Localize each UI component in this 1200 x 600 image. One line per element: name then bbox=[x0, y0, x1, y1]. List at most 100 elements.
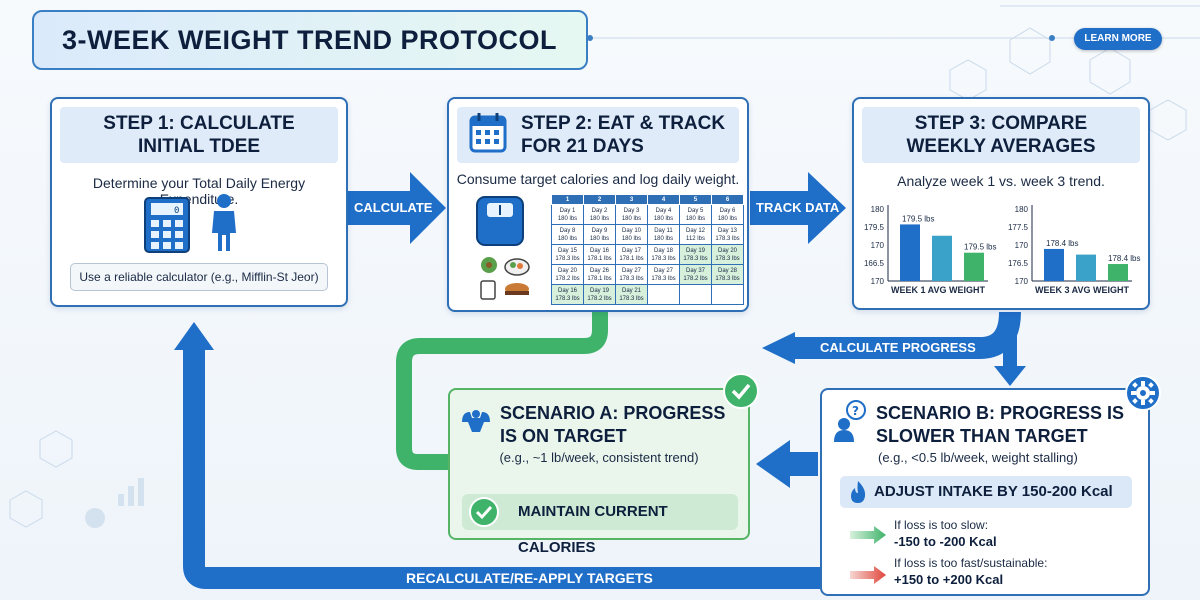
table-cell bbox=[711, 284, 744, 305]
step-3-card: STEP 3: COMPARE WEEKLY AVERAGES Analyze … bbox=[852, 97, 1150, 310]
bar bbox=[1108, 264, 1128, 281]
learn-more-button[interactable]: LEARN MORE bbox=[1074, 28, 1162, 50]
adjust-intake-action: ADJUST INTAKE BY 150-200 Kcal bbox=[840, 476, 1132, 508]
green-loop-arrow bbox=[396, 312, 608, 470]
scenario-b-card: ? SCENARIO B: PROGRESS IS SLOWER THAN TA… bbox=[820, 388, 1150, 596]
bar bbox=[964, 252, 984, 281]
step-1-card: STEP 1: CALCULATE INITIAL TDEE Determine… bbox=[50, 97, 348, 307]
success-badge-icon bbox=[723, 373, 759, 409]
table-cell bbox=[647, 284, 680, 305]
flame-icon bbox=[851, 481, 866, 503]
bar bbox=[1076, 254, 1096, 281]
flexed-arm-icon bbox=[462, 410, 490, 432]
calendar-icon bbox=[469, 113, 507, 153]
recalculate-label: RECALCULATE/RE-APPLY TARGETS bbox=[406, 570, 653, 586]
step-3-description: Analyze week 1 vs. week 3 trend. bbox=[897, 173, 1105, 189]
svg-text:0: 0 bbox=[174, 206, 179, 216]
x-axis-label: WEEK 3 AVG WEIGHT bbox=[1035, 285, 1130, 295]
scenario-b-title: SCENARIO B: PROGRESS IS SLOWER THAN TARG… bbox=[876, 403, 1125, 446]
y-tick-label: 177.5 bbox=[1008, 223, 1029, 232]
bar-data-label: 178.4 lbs bbox=[1108, 254, 1140, 263]
bar-data-label: 178.4 lbs bbox=[1046, 239, 1078, 248]
calculate-arrow-label: CALCULATE bbox=[354, 200, 433, 215]
table-header-cell: 2 bbox=[583, 194, 616, 205]
bar bbox=[1044, 248, 1064, 281]
table-cell bbox=[679, 284, 712, 305]
check-circle-icon bbox=[469, 497, 499, 527]
y-tick-label: 166.5 bbox=[864, 259, 885, 268]
svg-text:?: ? bbox=[852, 404, 859, 418]
track-data-arrow bbox=[750, 172, 846, 244]
step-3-title: STEP 3: COMPARE WEEKLY AVERAGES bbox=[862, 107, 1140, 163]
slow-loss-label: If loss is too slow: bbox=[894, 518, 989, 532]
y-tick-label: 170 bbox=[1015, 277, 1029, 286]
y-tick-label: 170 bbox=[1015, 241, 1029, 250]
gear-icon[interactable] bbox=[1124, 374, 1162, 412]
b-to-a-arrow bbox=[756, 440, 818, 488]
step-1-title: STEP 1: CALCULATE INITIAL TDEE bbox=[60, 107, 338, 163]
recalculate-loop-arrow bbox=[183, 346, 820, 589]
green-arrow-icon bbox=[850, 526, 886, 544]
step-1-description: Determine your Total Daily Energy Expend… bbox=[92, 175, 306, 207]
maintain-calories-action: MAINTAIN CURRENT CALORIES bbox=[462, 494, 738, 556]
y-tick-label: 170 bbox=[871, 277, 885, 286]
scenario-b-subtitle: (e.g., <0.5 lb/week, weight stalling) bbox=[878, 450, 1078, 465]
calculate-progress-label: CALCULATE PROGRESS bbox=[820, 340, 976, 355]
food-icon bbox=[480, 257, 530, 300]
fast-loss-value: +150 to +200 Kcal bbox=[894, 572, 1004, 587]
calculator-icon: 0 bbox=[144, 197, 190, 253]
step-2-title: STEP 2: EAT & TRACK FOR 21 DAYS bbox=[457, 107, 739, 163]
bar bbox=[900, 224, 920, 281]
table-header-cell: 4 bbox=[647, 194, 680, 205]
step-2-description: Consume target calories and log daily we… bbox=[456, 171, 740, 187]
x-axis-label: WEEK 1 AVG WEIGHT bbox=[891, 285, 986, 295]
bar-data-label: 179.5 lbs bbox=[964, 243, 996, 252]
y-tick-label: 180 bbox=[871, 205, 885, 214]
bar-data-label: 179.5 lbs bbox=[902, 214, 934, 223]
y-tick-label: 179.5 bbox=[864, 223, 885, 232]
calculator-note: Use a reliable calculator (e.g., Mifflin… bbox=[70, 263, 328, 291]
scenario-a-card: SCENARIO A: PROGRESS IS ON TARGET (e.g.,… bbox=[448, 388, 750, 556]
fast-loss-label: If loss is too fast/sustainable: bbox=[894, 556, 1048, 570]
step-2-card: STEP 2: EAT & TRACK FOR 21 DAYS Consume … bbox=[447, 97, 749, 312]
scale-icon bbox=[476, 196, 524, 246]
calculate-arrow bbox=[348, 172, 446, 244]
scenario-a-title: SCENARIO A: PROGRESS IS ON TARGET bbox=[500, 403, 726, 446]
weekly-average-charts: 180 179.5 170 166.5 170 179.5 lbs 179.5 lbsWEE… bbox=[864, 205, 1140, 295]
y-tick-label: 170 bbox=[871, 241, 885, 250]
bar bbox=[932, 235, 952, 281]
